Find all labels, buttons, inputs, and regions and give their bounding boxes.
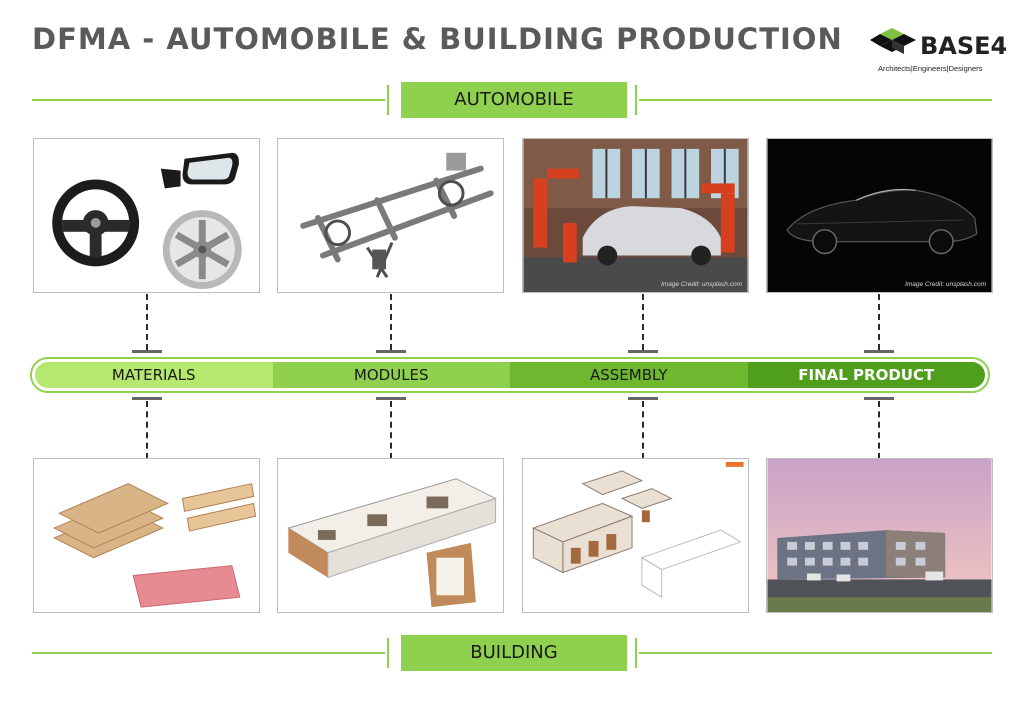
connector-bottom-3 bbox=[628, 397, 658, 459]
image-credit: Image Credit: unsplash.com bbox=[661, 281, 742, 288]
connector-bottom-4 bbox=[864, 397, 894, 459]
dfma-stage-timeline: MATERIALS MODULES ASSEMBLY FINAL PRODUCT bbox=[30, 357, 990, 393]
car-chassis-photo bbox=[277, 138, 504, 293]
image-credit: Image Credit: unsplash.com bbox=[905, 281, 986, 288]
connector-top-4 bbox=[864, 294, 894, 354]
connector-bottom-2 bbox=[376, 397, 406, 459]
connector-bottom-1 bbox=[132, 397, 162, 459]
logo-tagline: Architects|Engineers|Designers bbox=[878, 64, 983, 73]
page-title: DFMA - AUTOMOBILE & BUILDING PRODUCTION bbox=[32, 22, 843, 56]
car-factory-photo: Image Credit: unsplash.com bbox=[522, 138, 749, 293]
stage-final-product: FINAL PRODUCT bbox=[747, 362, 985, 388]
stage-modules: MODULES bbox=[272, 362, 510, 388]
base4-logo: BASE4 Architects|Engineers|Designers bbox=[870, 24, 1007, 76]
connector-top-3 bbox=[628, 294, 658, 354]
car-parts-photo bbox=[33, 138, 260, 293]
connector-top-1 bbox=[132, 294, 162, 354]
automobile-label: AUTOMOBILE bbox=[401, 82, 627, 118]
building-section-header: BUILDING bbox=[32, 635, 992, 671]
stage-materials: MATERIALS bbox=[35, 362, 273, 388]
automobile-section-header: AUTOMOBILE bbox=[32, 82, 992, 118]
connector-top-2 bbox=[376, 294, 406, 354]
cube-logo-icon bbox=[870, 28, 916, 54]
building-label: BUILDING bbox=[401, 635, 627, 671]
apartment-building-render bbox=[766, 458, 993, 613]
stage-assembly: ASSEMBLY bbox=[510, 362, 748, 388]
building-module-render bbox=[277, 458, 504, 613]
logo-wordmark: BASE4 bbox=[920, 32, 1008, 60]
luxury-car-photo: Image Credit: unsplash.com bbox=[766, 138, 993, 293]
building-assembly-diagram bbox=[522, 458, 749, 613]
wood-materials-photo bbox=[33, 458, 260, 613]
